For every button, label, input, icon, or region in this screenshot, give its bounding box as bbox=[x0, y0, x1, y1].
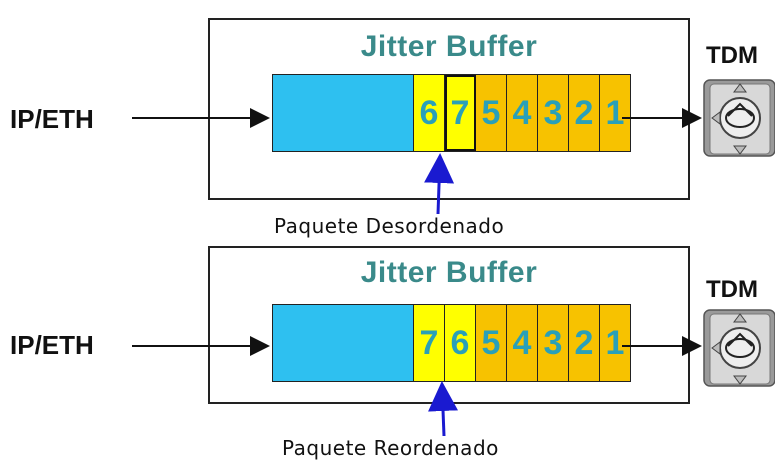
jitter-buffer-panel-bottom: Jitter Buffer 7 6 5 4 3 2 1 bbox=[208, 246, 690, 404]
packet-cell: 7 bbox=[414, 305, 445, 381]
packet-cell: 5 bbox=[476, 75, 507, 151]
packet-cell: 2 bbox=[569, 305, 600, 381]
tdm-label: TDM bbox=[706, 276, 758, 303]
tdm-device-icon bbox=[703, 79, 775, 157]
packet-cell: 4 bbox=[507, 75, 538, 151]
pointer-arrow bbox=[424, 153, 455, 215]
input-label: IP/ETH bbox=[10, 330, 94, 360]
tdm-device-icon bbox=[703, 309, 775, 387]
input-label: IP/ETH bbox=[10, 104, 94, 134]
packet-cell: 4 bbox=[507, 305, 538, 381]
packet-cell: 6 bbox=[445, 305, 476, 381]
jitter-buffer-panel-top: Jitter Buffer 6 7 5 4 3 2 1 bbox=[208, 18, 690, 200]
packet-cell: 6 bbox=[414, 75, 445, 151]
caption: Paquete Desordenado bbox=[274, 214, 505, 238]
empty-buffer-area bbox=[273, 305, 414, 381]
buffer-queue: 7 6 5 4 3 2 1 bbox=[272, 304, 631, 382]
pointer-arrow bbox=[428, 381, 459, 437]
packet-cell: 2 bbox=[569, 75, 600, 151]
packet-cell: 3 bbox=[538, 305, 569, 381]
packet-cell: 1 bbox=[600, 75, 630, 151]
panel-title: Jitter Buffer bbox=[360, 256, 538, 289]
panel-title: Jitter Buffer bbox=[360, 30, 538, 63]
packet-cell: 3 bbox=[538, 75, 569, 151]
packet-cell: 5 bbox=[476, 305, 507, 381]
packet-cell: 1 bbox=[600, 305, 630, 381]
caption: Paquete Reordenado bbox=[282, 436, 499, 460]
empty-buffer-area bbox=[273, 75, 414, 151]
packet-cell: 7 bbox=[445, 75, 476, 151]
tdm-label: TDM bbox=[706, 42, 758, 69]
buffer-queue: 6 7 5 4 3 2 1 bbox=[272, 74, 631, 152]
